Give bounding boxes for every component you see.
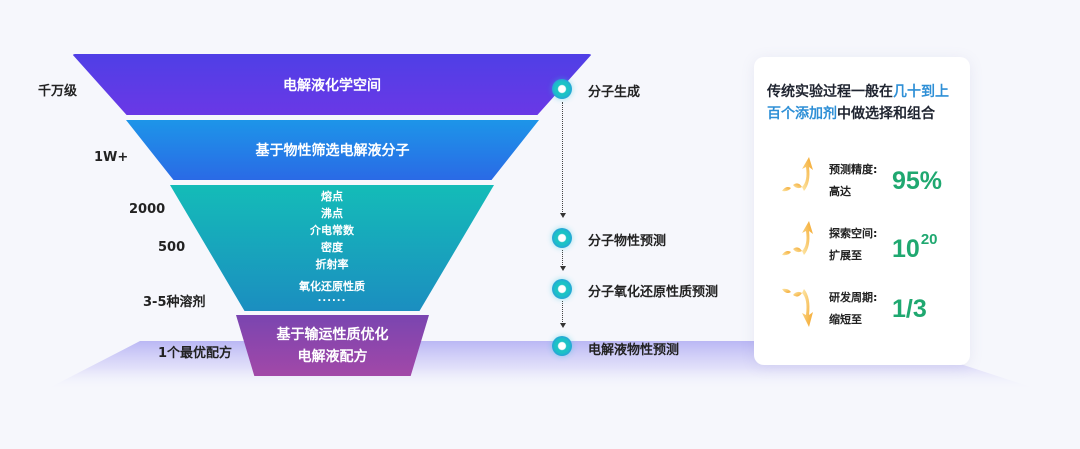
step-connector xyxy=(562,102,563,214)
arrow-down-icon xyxy=(560,213,566,218)
level-label-ten-million: 千万级 xyxy=(38,84,78,99)
metric-accuracy: 预测精度: 高达 95% xyxy=(754,155,970,215)
card-title-text: 中做选择和组合 xyxy=(837,106,935,122)
metric-label-line2: 缩短至 xyxy=(829,313,862,326)
metric-search-space: 探索空间: 扩展至 1020 xyxy=(754,219,970,279)
card-title-highlight: 百个添加剂 xyxy=(767,106,837,122)
metric-label-line1: 研发周期: xyxy=(829,291,878,304)
property-dielectric-constant: 介电常数 xyxy=(310,223,354,237)
metric-label-line2: 高达 xyxy=(829,185,851,198)
trend-down-arrow-icon xyxy=(782,288,813,327)
metric-value-base: 10 xyxy=(892,235,920,263)
level-label-500: 500 xyxy=(158,240,186,255)
arrow-down-icon xyxy=(560,323,566,328)
level-label-optimal-formula: 1个最优配方 xyxy=(158,346,233,361)
step-node-icon xyxy=(552,279,572,299)
metric-rd-cycle: 研发周期: 缩短至 1/3 xyxy=(754,283,970,343)
metric-value: 95% xyxy=(892,167,943,195)
step-label-redox-prediction: 分子氧化还原性质预测 xyxy=(588,285,719,300)
funnel-layer-label-line2: 电解液配方 xyxy=(297,348,368,365)
funnel-layer-label-line1: 基于输运性质优化 xyxy=(276,326,389,343)
metric-value-exponent: 20 xyxy=(920,231,938,248)
step-node-icon xyxy=(552,79,572,99)
trend-up-arrow-icon xyxy=(782,221,813,256)
metric-label-line1: 预测精度: xyxy=(829,163,878,176)
metric-label: 预测精度: 高达 xyxy=(829,159,877,203)
property-melting-point: 熔点 xyxy=(321,189,343,203)
funnel-layer-formulation: 基于输运性质优化 电解液配方 xyxy=(236,315,429,376)
metric-value: 1/3 xyxy=(892,295,927,323)
funnel-layer-label: 基于物性筛选电解液分子 xyxy=(255,143,410,159)
funnel-layer-chemical-space: 电解液化学空间 xyxy=(72,54,592,115)
metric-label: 探索空间: 扩展至 xyxy=(829,223,877,267)
step-connector xyxy=(562,301,563,326)
property-refractive-index: 折射率 xyxy=(315,257,349,271)
metric-label-line1: 探索空间: xyxy=(829,227,878,240)
step-label-molecule-generation: 分子生成 xyxy=(588,85,641,100)
funnel-layer-property-screening: 基于物性筛选电解液分子 xyxy=(126,120,539,180)
step-node-icon xyxy=(552,336,572,356)
level-label-10k: 1W+ xyxy=(94,150,129,165)
card-title: 传统实验过程一般在几十到上 百个添加剂中做选择和组合 xyxy=(767,81,967,125)
level-label-2000: 2000 xyxy=(129,202,166,217)
step-label-property-prediction: 分子物性预测 xyxy=(588,234,667,249)
step-label-electrolyte-prediction: 电解液物性预测 xyxy=(588,343,680,358)
metric-label: 研发周期: 缩短至 xyxy=(829,287,877,331)
summary-card: 传统实验过程一般在几十到上 百个添加剂中做选择和组合 预测精度: 高达 95% … xyxy=(754,57,970,365)
trend-up-arrow-icon xyxy=(782,157,813,192)
metric-value: 1020 xyxy=(892,231,938,264)
property-boiling-point: 沸点 xyxy=(321,206,343,220)
metric-label-line2: 扩展至 xyxy=(829,249,862,262)
card-title-highlight: 几十到上 xyxy=(893,84,949,100)
step-node-icon xyxy=(552,228,572,248)
step-connector xyxy=(562,250,563,269)
property-density: 密度 xyxy=(321,240,343,254)
level-label-solvents: 3-5种溶剂 xyxy=(143,295,206,310)
funnel-layer-label: 电解液化学空间 xyxy=(283,77,381,94)
property-redox: 氧化还原性质 xyxy=(299,279,365,293)
property-ellipsis: ...... xyxy=(317,292,347,304)
arrow-down-icon xyxy=(560,266,566,271)
card-title-text: 传统实验过程一般在 xyxy=(767,84,893,100)
